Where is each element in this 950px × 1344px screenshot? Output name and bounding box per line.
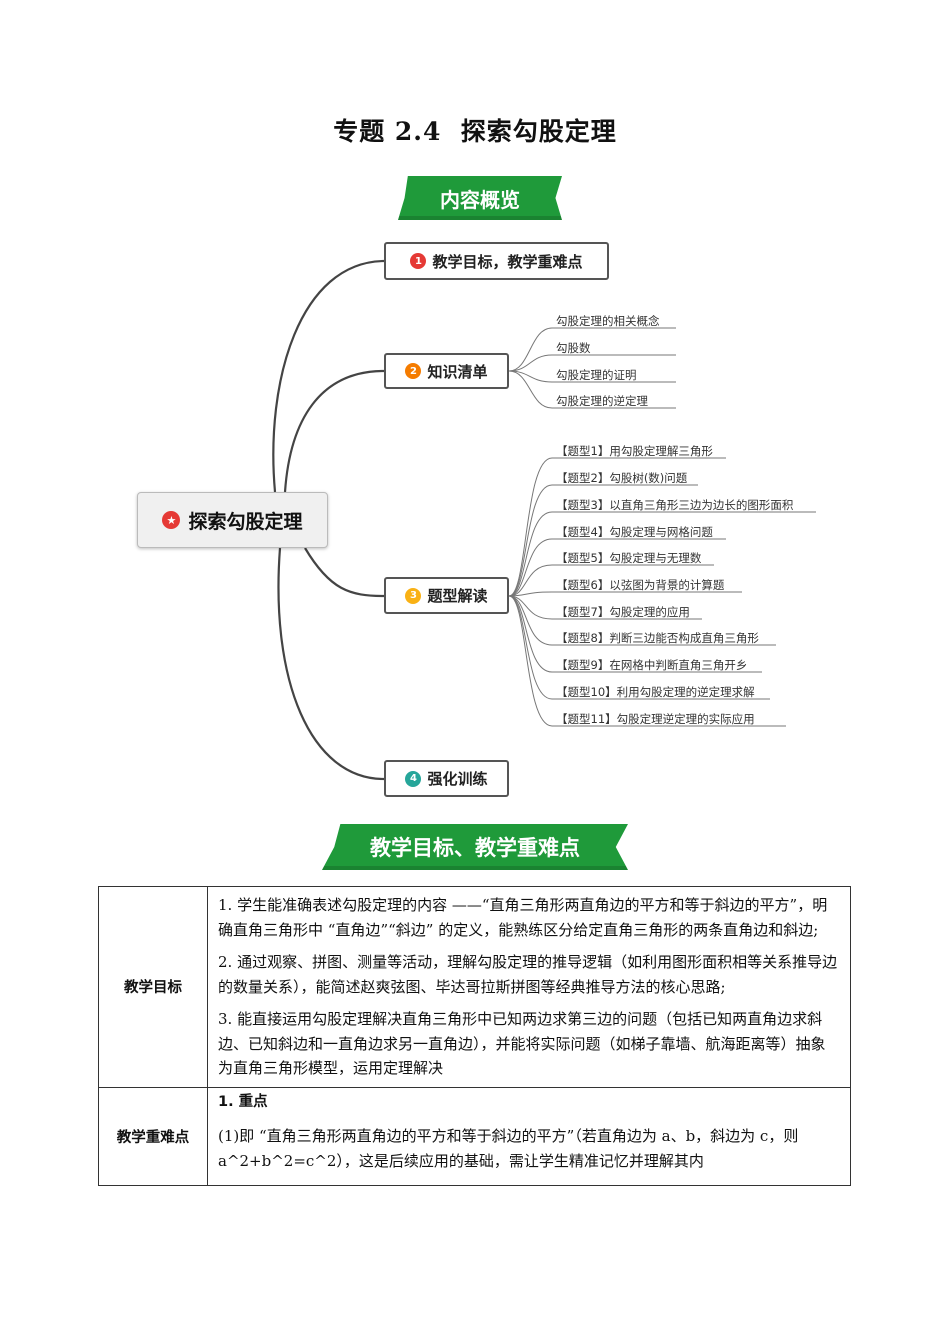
branch-goals-label: 教学目标，教学重难点 bbox=[432, 252, 583, 271]
table-row: 教学重难点 1. 重点 (1)即 “直角三角形两直角边的平方和等于斜边的平方”（… bbox=[98, 1086, 851, 1186]
teaching-goals-table: 教学目标 1. 学生能准确表述勾股定理的内容 ——“直角三角形两直角边的平方和等… bbox=[98, 886, 851, 1186]
connector-leaf bbox=[508, 595, 553, 727]
question-type-leaf: 【题型7】勾股定理的应用 bbox=[556, 605, 690, 619]
connector-leaf bbox=[508, 354, 553, 372]
question-type-leaf: 【题型4】勾股定理与网格问题 bbox=[556, 525, 713, 539]
question-type-leaf: 【题型8】判断三边能否构成直角三角形 bbox=[556, 631, 759, 645]
branch-goals: 1 教学目标，教学重难点 bbox=[384, 242, 609, 280]
question-type-leaf: 【题型2】勾股树(数)问题 bbox=[556, 471, 688, 485]
goals-ribbon: 教学目标、教学重难点 bbox=[322, 824, 628, 870]
number-3-icon: 3 bbox=[405, 587, 422, 604]
root-label: 探索勾股定理 bbox=[188, 510, 303, 533]
goal-item: 2. 通过观察、拼图、测量等活动，理解勾股定理的推导逻辑（如利用图形面积相等关系… bbox=[218, 953, 838, 996]
connector-root-branch bbox=[272, 259, 385, 493]
connector-leaf bbox=[508, 327, 553, 372]
goals-ribbon-label: 教学目标、教学重难点 bbox=[370, 836, 580, 860]
branch-knowledge: 2 知识清单 bbox=[384, 353, 509, 389]
mind-map: ★ 探索勾股定理 1 教学目标，教学重难点 2 知识清单 3 题型解读 4 强化… bbox=[137, 242, 816, 797]
key-point-heading: 1. 重点 bbox=[218, 1093, 268, 1110]
connector-leaf bbox=[508, 591, 553, 597]
knowledge-leaf: 勾股定理的相关概念 bbox=[556, 314, 660, 328]
goal-item: 3. 能直接运用勾股定理解决直角三角形中已知两边求第三边的问题（包括已知两直角边… bbox=[218, 1010, 826, 1077]
star-icon: ★ bbox=[162, 511, 181, 529]
question-type-leaf: 【题型1】用勾股定理解三角形 bbox=[556, 444, 713, 458]
connector-root-branch bbox=[283, 369, 385, 493]
number-2-icon: 2 bbox=[405, 363, 422, 379]
question-type-leaf: 【题型3】以直角三角形三边为边长的图形面积 bbox=[556, 498, 794, 512]
branch-training: 4 强化训练 bbox=[384, 760, 509, 797]
connector-leaf bbox=[508, 370, 553, 409]
table-row: 教学目标 1. 学生能准确表述勾股定理的内容 ——“直角三角形两直角边的平方和等… bbox=[98, 886, 851, 1088]
connector-leaf bbox=[508, 538, 553, 597]
number-1-icon: 1 bbox=[410, 253, 427, 269]
key-content-cell: 1. 重点 (1)即 “直角三角形两直角边的平方和等于斜边的平方”（若直角边为 … bbox=[207, 1086, 851, 1186]
question-type-leaf: 【题型11】勾股定理逆定理的实际应用 bbox=[556, 712, 755, 726]
branch-training-label: 强化训练 bbox=[427, 770, 488, 788]
mind-map-connectors bbox=[272, 259, 816, 781]
overview-ribbon-label: 内容概览 bbox=[440, 187, 520, 212]
branch-question-types-label: 题型解读 bbox=[427, 587, 488, 605]
question-type-leaf: 【题型10】利用勾股定理的逆定理求解 bbox=[556, 685, 755, 699]
knowledge-leaf: 勾股定理的逆定理 bbox=[556, 394, 648, 408]
connector-leaf bbox=[508, 564, 553, 597]
goal-item: 1. 学生能准确表述勾股定理的内容 ——“直角三角形两直角边的平方和等于斜边的平… bbox=[218, 896, 828, 939]
goal-content-cell: 1. 学生能准确表述勾股定理的内容 ——“直角三角形两直角边的平方和等于斜边的平… bbox=[207, 886, 851, 1088]
connector-root-branch bbox=[304, 547, 385, 598]
connector-leaf bbox=[508, 511, 553, 597]
overview-ribbon: 内容概览 bbox=[398, 176, 562, 220]
number-4-icon: 4 bbox=[405, 770, 422, 787]
question-type-leaf: 【题型6】以弦图为背景的计算题 bbox=[556, 578, 725, 592]
connector-leaf bbox=[508, 595, 553, 646]
goal-label-cell: 教学目标 bbox=[98, 886, 208, 1088]
key-point-text: (1)即 “直角三角形两直角边的平方和等于斜边的平方”（若直角边为 a、b，斜边… bbox=[218, 1127, 799, 1170]
document-title: 专题 2.4 探索勾股定理 bbox=[333, 117, 617, 146]
question-type-leaf: 【题型5】勾股定理与无理数 bbox=[556, 551, 702, 565]
knowledge-leaf: 勾股数 bbox=[556, 341, 591, 355]
connector-leaf bbox=[508, 595, 553, 673]
connector-leaf bbox=[508, 457, 553, 597]
mind-map-root: ★ 探索勾股定理 bbox=[137, 492, 328, 548]
connector-leaf bbox=[508, 484, 553, 597]
branch-question-types: 3 题型解读 bbox=[384, 577, 509, 614]
question-type-leaf: 【题型9】在网格中判断直角三角开乡 bbox=[556, 658, 748, 672]
knowledge-leaf: 勾股定理的证明 bbox=[556, 368, 637, 382]
connector-root-branch bbox=[277, 547, 385, 781]
key-label-cell: 教学重难点 bbox=[98, 1086, 208, 1186]
branch-knowledge-label: 知识清单 bbox=[427, 362, 488, 381]
